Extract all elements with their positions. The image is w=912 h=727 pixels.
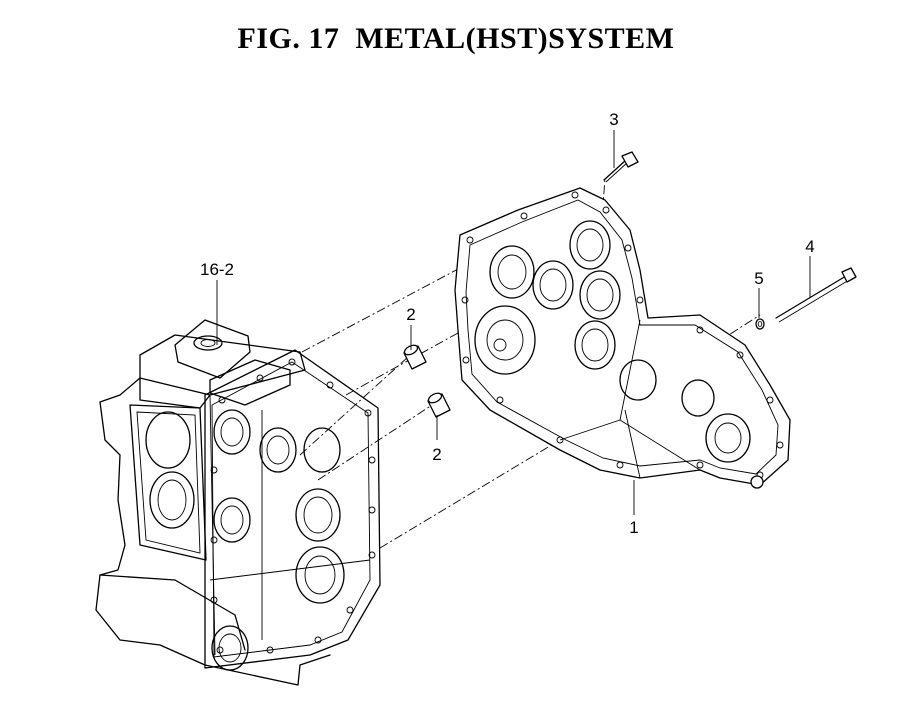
callout-part-4: 4 [805, 237, 814, 256]
case-cover-1 [454, 187, 791, 489]
callout-part-3: 3 [609, 110, 618, 129]
callout-part-1: 1 [629, 518, 638, 537]
bolt-3 [603, 151, 639, 183]
dowel-pin-upper [403, 344, 427, 370]
callout-part-2-lower: 2 [432, 445, 441, 464]
callout-part-2-upper: 2 [406, 305, 415, 324]
washer-5 [755, 318, 765, 330]
callout-part-16-2: 16-2 [200, 260, 234, 279]
dowel-pin-lower [427, 392, 451, 418]
leader-lines [216, 130, 811, 515]
figure-title: FIG. 17 METAL(HST)SYSTEM [237, 22, 675, 55]
bolt-4 [775, 267, 857, 323]
callout-part-5: 5 [754, 269, 763, 288]
housing-16-2 [95, 319, 381, 686]
